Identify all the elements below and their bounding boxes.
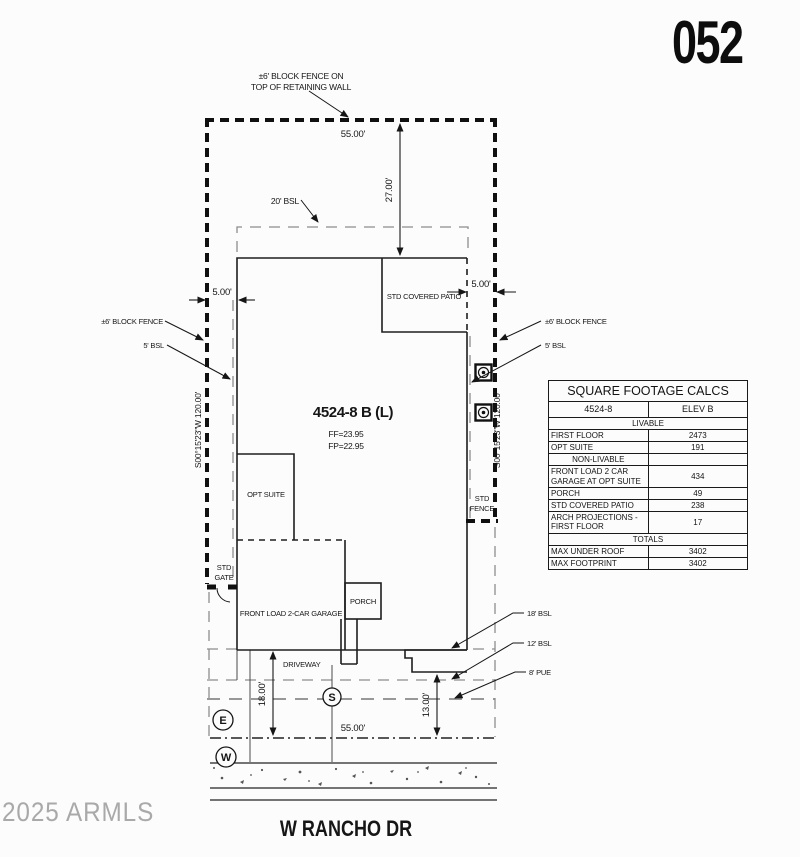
sqft-row-label: STD COVERED PATIO: [548, 499, 649, 513]
sqft-section-livable: LIVABLE: [548, 416, 748, 430]
dim-driveway-depth: 18.00': [257, 681, 268, 706]
sqft-model-cell: 4524-8: [548, 401, 649, 418]
sqft-row-label: MAX FOOTPRINT: [548, 556, 649, 571]
sqft-row-value: 3402: [647, 544, 748, 558]
leader-right-fence: [499, 320, 542, 341]
sewer-symbol: S: [322, 687, 342, 707]
porch-stoop: [340, 619, 358, 665]
sqft-row-value: 2473: [647, 428, 748, 443]
street-name: W RANCHO DR: [279, 816, 413, 841]
dim-left-side: 5.00': [212, 287, 232, 298]
top-fence-label-1: ±6' BLOCK FENCE ON: [259, 71, 344, 81]
bearing-left-label: S00°15'23"W 120.00': [193, 391, 203, 468]
bearing-right-label: S00°15'23"W 120.00': [492, 391, 502, 468]
road-texture: [213, 766, 490, 786]
sheet-number: 052: [672, 9, 744, 76]
water-letter: W: [221, 752, 232, 764]
gate-swing-arc: [216, 587, 231, 603]
right-fence-label: ±6' BLOCK FENCE: [545, 317, 607, 326]
sewer-letter: S: [328, 692, 335, 704]
leader-12bsl: [451, 642, 524, 680]
annotations: ±6' BLOCK FENCE ON TOP OF RETAINING WALL…: [101, 71, 607, 734]
right-bsl-label: 5' BSL: [545, 341, 566, 350]
porch-label: PORCH: [350, 597, 376, 606]
porch-outline: [344, 582, 382, 620]
sqft-row-label: ARCH PROJECTIONS - FIRST FLOOR: [548, 511, 649, 534]
plan-ff-label: FF=23.95: [328, 429, 363, 439]
garage-label: FRONT LOAD 2-CAR GARAGE: [240, 609, 343, 618]
dim-rear-depth: 27.00': [384, 177, 395, 202]
opt-suite-label: OPT SUITE: [247, 490, 285, 499]
sqft-empty-cell: [647, 453, 748, 467]
sqft-row-value: 17: [647, 511, 748, 534]
bsl-12-label: 12' BSL: [527, 639, 552, 648]
std-fence-label-2: FENCE: [470, 504, 495, 513]
sqft-row-label: OPT SUITE: [548, 441, 649, 455]
bsl-18-label: 18' BSL: [527, 609, 552, 618]
leader-left-fence: [164, 320, 204, 341]
electric-symbol: E: [212, 709, 234, 731]
sqft-row-value: 191: [647, 441, 748, 455]
sqft-elev-cell: ELEV B: [647, 401, 748, 418]
leader-right-5bsl: [471, 344, 542, 383]
electric-letter: E: [219, 715, 226, 727]
pue-8-label: 8' PUE: [529, 668, 551, 677]
water-symbol: W: [215, 746, 237, 768]
plan-fp-label: FP=22.95: [328, 441, 364, 451]
left-bsl-label: 5' BSL: [143, 341, 164, 350]
driveway-label: DRIVEWAY: [283, 660, 321, 669]
covered-patio-label: STD COVERED PATIO: [387, 292, 462, 301]
leader-20bsl: [300, 199, 319, 223]
sqft-section-nonlivable: NON-LIVABLE: [548, 453, 649, 467]
sqft-row-label: PORCH: [548, 486, 649, 501]
sqft-table-title: SQUARE FOOTAGE CALCS: [548, 379, 748, 403]
covered-patio-outline: [381, 258, 467, 333]
leader-left-5bsl: [166, 344, 231, 380]
top-fence-label-2: TOP OF RETAINING WALL: [251, 82, 352, 92]
left-fence-label: ±6' BLOCK FENCE: [101, 317, 163, 326]
sqft-row-label: MAX UNDER ROOF: [548, 544, 649, 558]
leader-top-fence: [308, 90, 349, 118]
armls-watermark: 2025 ARMLS: [2, 797, 155, 827]
sqft-table: SQUARE FOOTAGE CALCS 4524-8 ELEV B LIVAB…: [548, 379, 748, 571]
sqft-row-label: FIRST FLOOR: [548, 428, 649, 443]
std-fence-label-1: STD: [475, 494, 490, 503]
utility-laterals: [236, 650, 333, 762]
std-gate-label-2: GATE: [214, 573, 233, 582]
sqft-row-label: FRONT LOAD 2 CAR GARAGE AT OPT SUITE: [548, 465, 649, 488]
house-footprint: [236, 257, 468, 673]
dimension-lines: [189, 123, 516, 736]
sqft-row-value: 3402: [647, 556, 748, 571]
front-bsl-label: 20' BSL: [271, 196, 300, 206]
plan-model-label: 4524-8 B (L): [313, 404, 394, 421]
lot-boundary: [205, 118, 498, 603]
leader-18bsl: [451, 612, 524, 649]
front-right-step: [404, 649, 467, 673]
front-bsl-20-line: [236, 226, 469, 252]
opt-suite-outline: [237, 453, 295, 540]
sqft-row-value: 238: [647, 499, 748, 513]
dim-right-side: 5.00': [471, 279, 491, 290]
leader-lines: [164, 90, 542, 699]
utility-box-2: [474, 403, 493, 422]
sqft-row-value: 49: [647, 486, 748, 501]
leader-8pue: [454, 671, 526, 699]
sqft-row-value: 434: [647, 465, 748, 488]
street-area: [210, 737, 497, 801]
dim-right-front: 13.00': [421, 692, 432, 717]
dim-bottom-width: 55.00': [341, 723, 366, 734]
dim-top-width: 55.00': [341, 129, 366, 140]
std-gate-label-1: STD: [217, 563, 232, 572]
house-left-top-walls: [236, 257, 467, 650]
sqft-section-totals: TOTALS: [548, 532, 748, 546]
